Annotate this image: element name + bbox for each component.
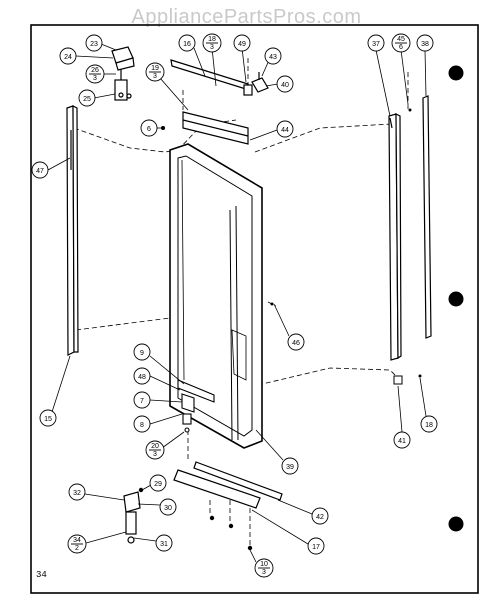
callout-8-text: 8 [140, 422, 144, 429]
callout-18-text: 18 [208, 36, 216, 43]
callout-39: 39 [281, 457, 299, 475]
callout-40-text: 40 [281, 82, 289, 89]
callout-49-text: 49 [238, 41, 246, 48]
callout-19: 193 [145, 62, 165, 82]
callout-30: 30 [159, 498, 177, 516]
callout-7: 7 [133, 391, 151, 409]
bottom-rail [173, 461, 283, 551]
callout-labels: 23 24 263 25 16 183 49 43 40 193 6 44 47… [31, 33, 438, 578]
callout-24: 24 [59, 47, 77, 65]
callout-18-sub: 3 [210, 44, 214, 51]
callout-47: 47 [31, 161, 49, 179]
callout-37-text: 37 [372, 41, 380, 48]
callout-10: 103 [254, 558, 274, 578]
door-frame [169, 143, 263, 449]
top-rail [170, 59, 253, 145]
right-trim-strips [388, 95, 432, 361]
callout-20: 203 [145, 440, 165, 460]
callout-24-text: 24 [64, 54, 72, 61]
callout-29-text: 29 [154, 481, 162, 488]
callout-25: 25 [78, 89, 96, 107]
callout-6-text: 6 [147, 126, 151, 133]
callout-42-text: 42 [316, 514, 324, 521]
callout-42: 42 [311, 507, 329, 525]
callout-37: 37 [367, 34, 385, 52]
callout-43: 43 [264, 47, 282, 65]
callout-19-sub: 3 [153, 73, 157, 80]
callout-17: 17 [307, 537, 325, 555]
callout-32: 32 [68, 483, 86, 501]
callout-34-sub: 2 [75, 545, 79, 552]
page-number: 34 [36, 570, 47, 580]
callout-15-text: 15 [44, 416, 52, 423]
punch-hole-top [448, 65, 464, 81]
callout-31: 31 [155, 534, 173, 552]
callout-7-text: 7 [140, 398, 144, 405]
watermark: AppliancePartsPros.com [131, 6, 362, 28]
callout-18-right: 18 [420, 415, 438, 433]
callout-15: 15 [39, 409, 57, 427]
callout-49: 49 [233, 34, 251, 52]
callout-44: 44 [276, 120, 294, 138]
punch-hole-middle [448, 291, 464, 307]
lower-hinge-assembly [123, 487, 144, 544]
callout-34: 342 [67, 534, 87, 554]
callout-6: 6 [140, 119, 158, 137]
callout-45-text: 45 [397, 36, 405, 43]
top-hinge-assembly [111, 46, 135, 101]
callout-44-text: 44 [281, 127, 289, 134]
callout-38-text: 38 [421, 41, 429, 48]
callout-41-text: 41 [398, 438, 406, 445]
callout-38: 38 [416, 34, 434, 52]
callout-40: 40 [276, 75, 294, 93]
callout-41: 41 [393, 431, 411, 449]
callout-16-text: 16 [183, 41, 191, 48]
callout-leaders [47, 43, 427, 563]
hinge-block [251, 72, 269, 93]
callout-29: 29 [149, 474, 167, 492]
callout-17-text: 17 [312, 544, 320, 551]
callout-10-sub: 3 [262, 569, 266, 576]
callout-39-text: 39 [286, 464, 294, 471]
callout-30-text: 30 [164, 505, 172, 512]
callout-23-text: 23 [90, 41, 98, 48]
callout-9-text: 9 [140, 350, 144, 357]
callout-48: 48 [133, 367, 151, 385]
callout-46-text: 46 [292, 340, 300, 347]
callout-19-text: 19 [151, 65, 159, 72]
callout-9: 9 [133, 343, 151, 361]
callout-31-text: 31 [160, 541, 168, 548]
callout-26-text: 26 [91, 67, 99, 74]
callout-10-text: 10 [260, 561, 268, 568]
callout-18: 183 [202, 33, 222, 53]
diagram-frame [30, 24, 479, 594]
callout-43-text: 43 [269, 54, 277, 61]
callout-23: 23 [85, 34, 103, 52]
callout-26-sub: 3 [93, 75, 97, 82]
callout-45: 456 [391, 33, 411, 53]
callout-16: 16 [178, 34, 196, 52]
door-bottom-hardware [177, 379, 215, 433]
callout-18-right-text: 18 [425, 422, 433, 429]
fasteners [161, 108, 422, 385]
callout-20-text: 20 [151, 443, 159, 450]
callout-20-sub: 3 [153, 451, 157, 458]
punch-hole-bottom [448, 516, 464, 532]
callout-48-text: 48 [138, 374, 146, 381]
callout-25-text: 25 [83, 96, 91, 103]
callout-8: 8 [133, 415, 151, 433]
left-trim-strip [66, 105, 79, 356]
callout-47-text: 47 [36, 168, 44, 175]
callout-46: 46 [287, 333, 305, 351]
callout-26: 263 [85, 64, 105, 84]
callout-32-text: 32 [73, 490, 81, 497]
callout-34-text: 34 [73, 537, 81, 544]
callout-45-sub: 6 [399, 44, 403, 51]
